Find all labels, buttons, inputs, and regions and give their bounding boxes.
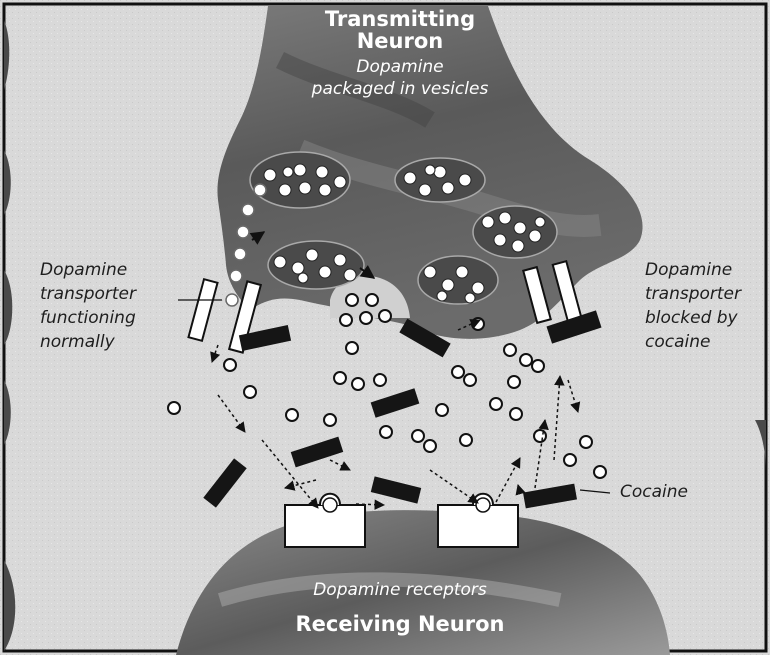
- receptor: [285, 505, 365, 547]
- receiving-neuron-title: Receiving Neuron: [250, 612, 550, 636]
- transporter-blocked-label: Dopamine transporter blocked by cocaine: [645, 258, 741, 354]
- cocaine-label: Cocaine: [620, 482, 688, 502]
- vesicle: [418, 256, 498, 304]
- vesicle-caption: Dopamine packaged in vesicles: [275, 56, 525, 100]
- transmitting-neuron-title: Transmitting Neuron: [300, 8, 500, 52]
- transporter-normal-label: Dopamine transporter functioning normall…: [40, 258, 136, 354]
- receptors-label: Dopamine receptors: [270, 580, 530, 600]
- receptor: [438, 505, 518, 547]
